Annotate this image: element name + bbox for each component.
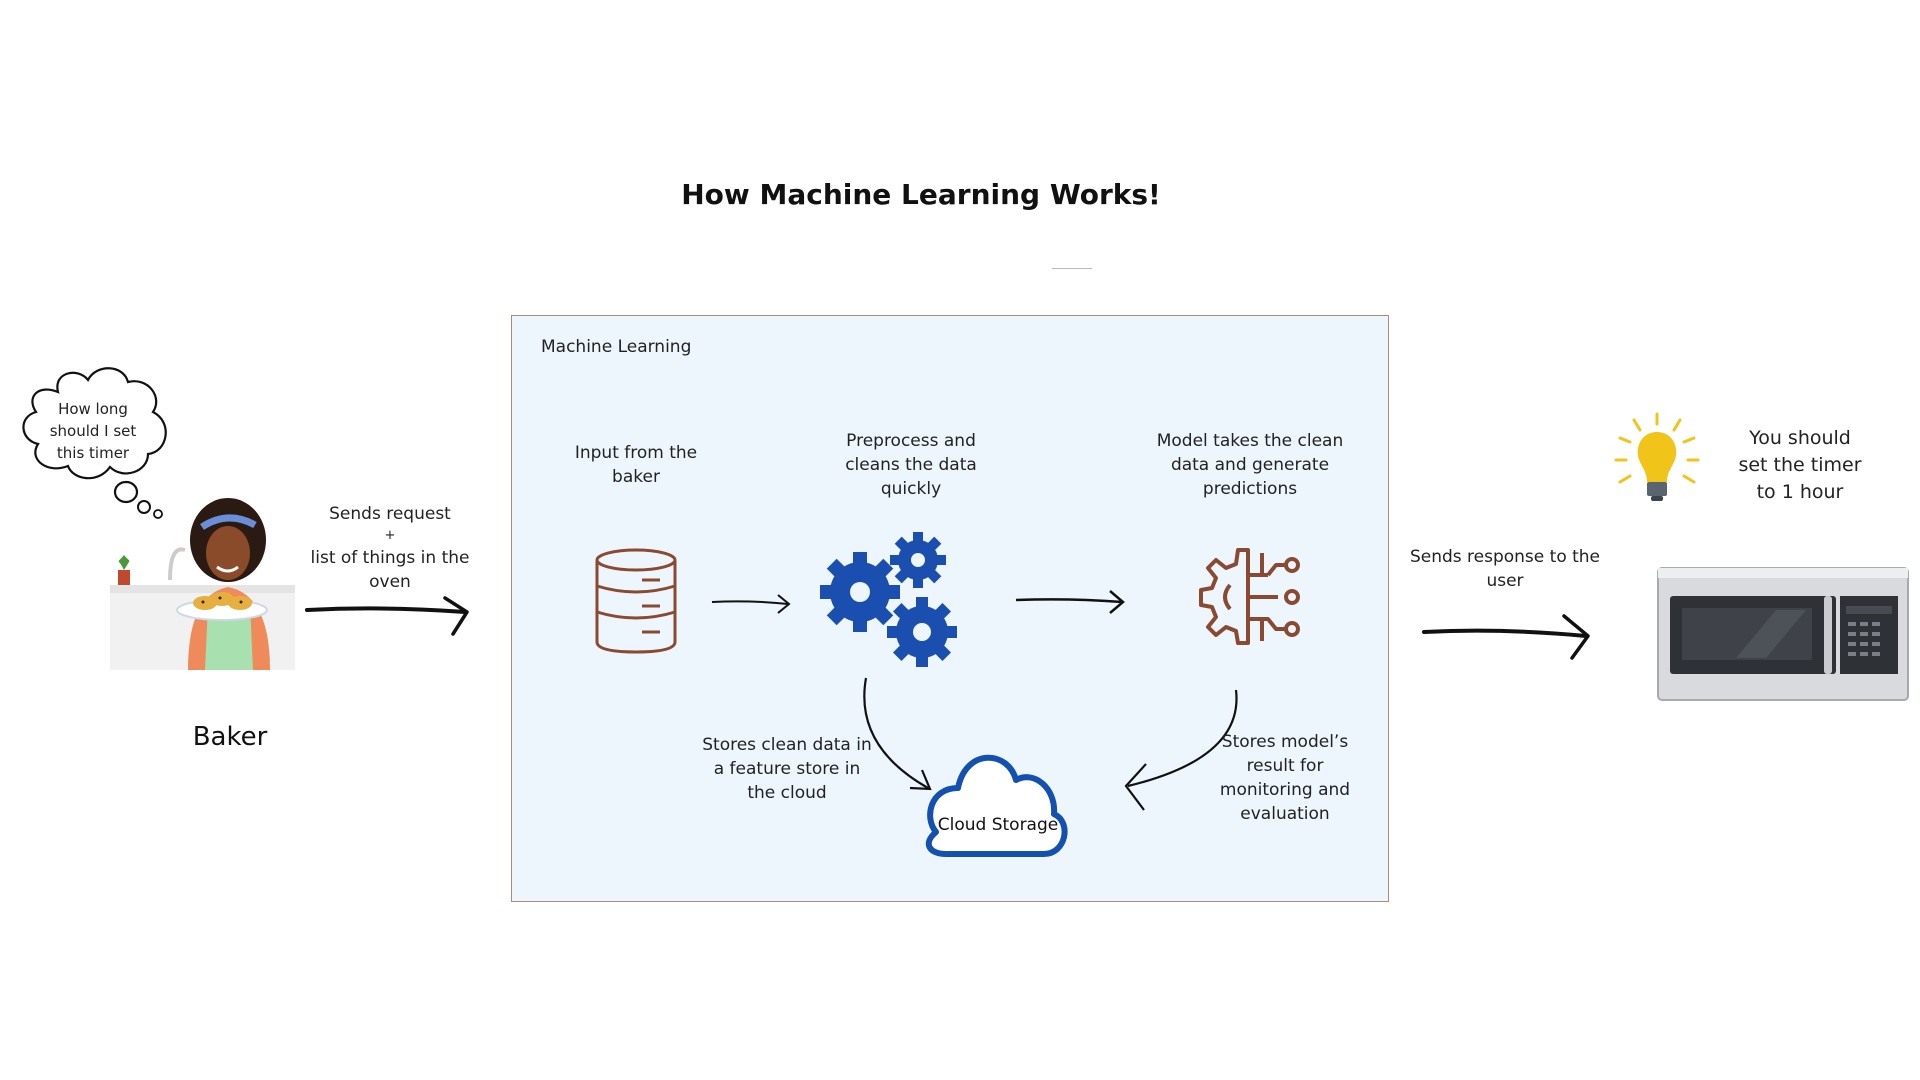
box-title: Machine Learning bbox=[541, 337, 692, 357]
tiny-mark bbox=[1052, 267, 1092, 270]
store-clean-line: a feature store in bbox=[713, 759, 861, 779]
cloud-icon bbox=[925, 754, 1068, 857]
answer-line: set the timer bbox=[1738, 454, 1862, 476]
preprocess-label: Preprocess and cleans the data quickly bbox=[816, 429, 1006, 501]
store-model-label: Stores model’s result for monitoring and… bbox=[1200, 730, 1370, 826]
curved-arrow-icon bbox=[1124, 689, 1238, 811]
model-line: predictions bbox=[1202, 479, 1298, 499]
request-label: Sends request + list of things in the ov… bbox=[300, 502, 480, 594]
response-label: Sends response to the user bbox=[1400, 545, 1610, 593]
baker-illustration bbox=[110, 498, 295, 670]
arrow-right-icon bbox=[305, 596, 469, 636]
store-clean-line: Stores clean data in bbox=[702, 735, 872, 755]
model-label: Model takes the clean data and generate … bbox=[1140, 429, 1360, 501]
answer-text: You should set the timer to 1 hour bbox=[1715, 425, 1885, 506]
model-line: data and generate bbox=[1170, 455, 1330, 475]
thought-line: this timer bbox=[56, 444, 130, 462]
model-line: Model takes the clean bbox=[1156, 431, 1344, 451]
store-model-line: evaluation bbox=[1240, 804, 1330, 824]
store-clean-line: the cloud bbox=[747, 783, 827, 803]
answer-line: You should bbox=[1749, 427, 1851, 449]
gears-icon bbox=[820, 532, 957, 667]
response-line: user bbox=[1486, 571, 1524, 591]
store-model-line: Stores model’s bbox=[1221, 732, 1349, 752]
thought-bubble-icon bbox=[22, 367, 167, 519]
thought-text: How long should I set this timer bbox=[28, 398, 158, 464]
preprocess-line: Preprocess and bbox=[846, 431, 976, 451]
input-line: baker bbox=[612, 467, 660, 487]
database-icon bbox=[595, 548, 677, 654]
baker-label: Baker bbox=[192, 722, 268, 752]
request-line: Sends request bbox=[329, 504, 451, 524]
cloud-storage-label: Cloud Storage bbox=[937, 815, 1059, 835]
arrow-right-icon bbox=[1015, 590, 1125, 614]
curved-arrow-icon bbox=[863, 677, 932, 791]
input-line: Input from the bbox=[574, 443, 698, 463]
store-model-line: monitoring and bbox=[1219, 780, 1351, 800]
preprocess-line: cleans the data bbox=[845, 455, 977, 475]
input-label: Input from the baker bbox=[546, 441, 726, 489]
answer-line: to 1 hour bbox=[1756, 481, 1844, 503]
store-clean-label: Stores clean data in a feature store in … bbox=[682, 733, 892, 805]
thought-line: How long bbox=[58, 400, 128, 418]
page-title: How Machine Learning Works! bbox=[681, 178, 1161, 211]
store-model-line: result for bbox=[1246, 756, 1324, 776]
arrow-right-icon bbox=[711, 594, 791, 614]
response-line: Sends response to the bbox=[1409, 547, 1601, 567]
lightbulb-icon bbox=[1614, 412, 1700, 501]
thought-line: should I set bbox=[49, 422, 137, 440]
ai-model-icon bbox=[1199, 548, 1300, 645]
microwave-icon bbox=[1657, 567, 1909, 701]
request-line: + bbox=[384, 528, 396, 543]
request-line: list of things in the bbox=[310, 548, 470, 568]
arrow-right-icon bbox=[1422, 614, 1590, 660]
request-line: oven bbox=[369, 572, 411, 592]
preprocess-line: quickly bbox=[880, 479, 942, 499]
